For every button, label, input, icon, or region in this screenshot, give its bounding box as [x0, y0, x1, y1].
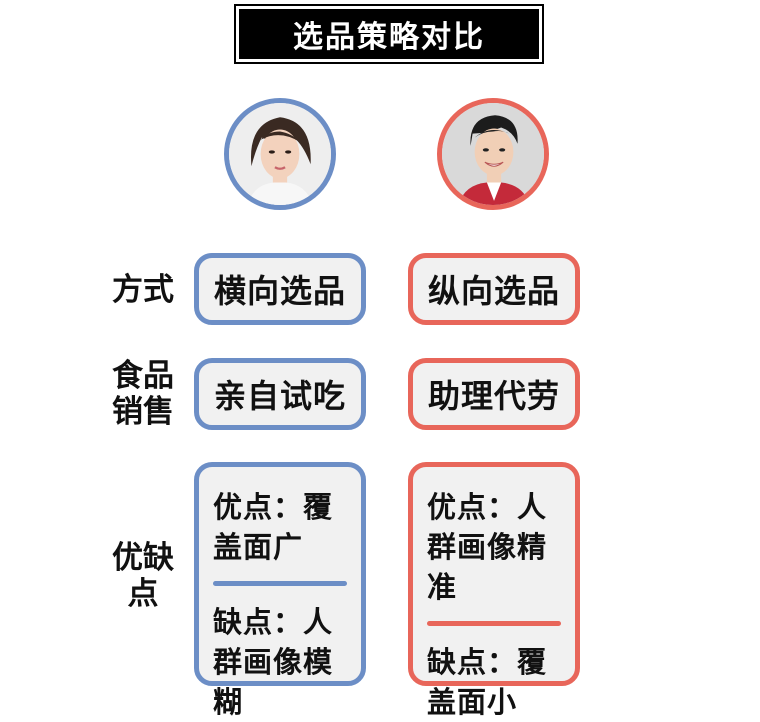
right-food-box: 助理代劳 [408, 358, 580, 430]
row-label-food-sales-line2: 销售 [112, 394, 174, 430]
row-label-food-sales: 食品 销售 [108, 358, 178, 430]
page-title: 选品策略对比 [234, 4, 544, 64]
woman-portrait-icon [229, 103, 331, 205]
row-label-pros-cons-line2: 点 [127, 576, 159, 612]
left-card-divider [213, 581, 347, 586]
right-pros-cons-card: 优点：人群画像精准 缺点：覆盖面小 [408, 462, 580, 719]
left-pros-cons-card: 优点：覆盖面广 缺点：人群画像模糊 [194, 462, 366, 719]
left-avatar [224, 98, 336, 210]
left-method-box: 横向选品 [194, 253, 366, 325]
left-cons-text: 缺点：人群画像模糊 [213, 605, 334, 719]
man-portrait-icon [442, 103, 544, 205]
row-label-food-sales-line1: 食品 [112, 358, 174, 394]
row-label-pros-cons-line1: 优缺 [112, 540, 174, 576]
row-label-method: 方式 [112, 272, 174, 308]
right-avatar [437, 98, 549, 210]
right-cons-text: 缺点：覆盖面小 [427, 645, 548, 719]
right-card-divider [427, 621, 561, 626]
left-pros-text: 优点：覆盖面广 [213, 490, 334, 564]
left-food-box: 亲自试吃 [194, 358, 366, 430]
right-method-box: 纵向选品 [408, 253, 580, 325]
right-pros-text: 优点：人群画像精准 [427, 490, 548, 604]
row-label-pros-cons: 优缺 点 [108, 540, 178, 612]
